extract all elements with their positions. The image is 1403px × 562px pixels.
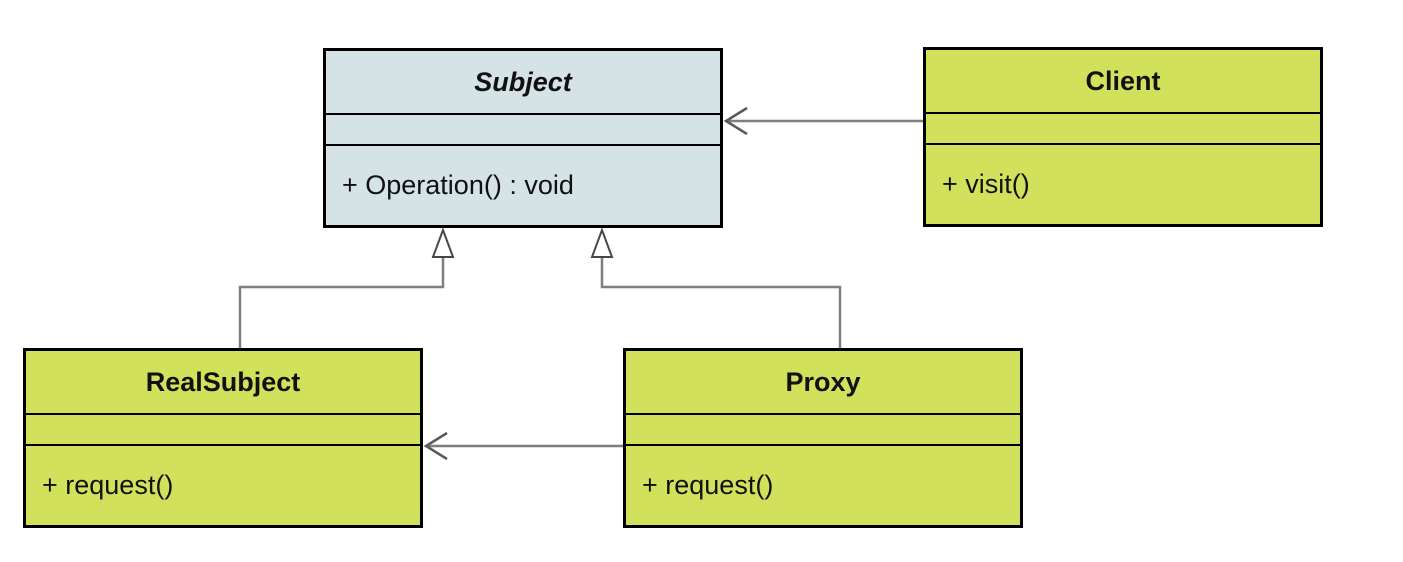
operations-compartment: + visit() [926, 145, 1320, 224]
class-name: Proxy [785, 366, 861, 397]
attributes-compartment [326, 115, 720, 146]
open-arrow-icon [423, 431, 448, 461]
hollow-triangle-icon [590, 227, 614, 258]
operations-compartment: + Operation() : void [326, 146, 720, 225]
generalization-proxy-to-subject [600, 258, 842, 348]
operations-compartment: + request() [626, 446, 1020, 525]
class-name-compartment: Client [926, 50, 1320, 114]
generalization-realsubject-to-subject [238, 258, 445, 348]
operation-text: + visit() [942, 169, 1030, 199]
class-box-client: Client + visit() [923, 47, 1323, 227]
operation-text: + request() [642, 470, 774, 500]
class-name: Subject [474, 66, 572, 97]
class-name-compartment: RealSubject [26, 351, 420, 415]
class-box-proxy: Proxy + request() [623, 348, 1023, 528]
class-name-compartment: Subject [326, 51, 720, 115]
class-name: Client [1085, 65, 1161, 96]
class-name: RealSubject [145, 366, 301, 397]
operations-compartment: + request() [26, 446, 420, 525]
class-name-compartment: Proxy [626, 351, 1020, 415]
attributes-compartment [626, 415, 1020, 446]
class-box-subject: Subject + Operation() : void [323, 48, 723, 228]
attributes-compartment [926, 114, 1320, 145]
attributes-compartment [26, 415, 420, 446]
hollow-triangle-icon [431, 227, 455, 258]
open-arrow-icon [723, 106, 748, 136]
class-box-realsubject: RealSubject + request() [23, 348, 423, 528]
operation-text: + Operation() : void [342, 170, 574, 200]
operation-text: + request() [42, 470, 174, 500]
